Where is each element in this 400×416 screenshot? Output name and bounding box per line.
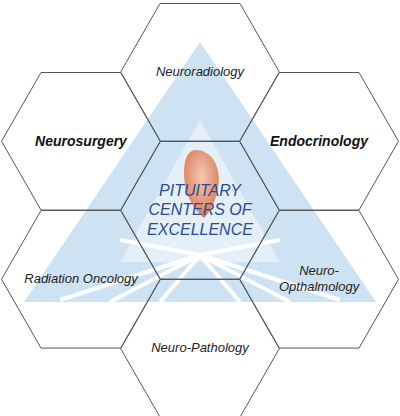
hexagon-content: Neurosurgery: [1, 72, 161, 211]
specialty-hexagon: Endocrinology: [239, 72, 399, 211]
logo-triangle: [24, 42, 376, 302]
center-hexagon: PITUITARY CENTERS OF EXCELLENCE: [120, 141, 280, 280]
hexagon-content: Radiation Oncology: [1, 210, 161, 349]
specialty-hexagon: Neurosurgery: [1, 72, 161, 211]
specialty-hexagon: Radiation Oncology: [1, 210, 161, 349]
specialty-label: Endocrinology: [270, 133, 368, 150]
center-title: PITUITARY CENTERS OF EXCELLENCE: [141, 181, 259, 239]
hexagon-content: Neuro-Pathology: [120, 279, 280, 416]
specialty-label: Neurosurgery: [35, 133, 127, 150]
specialty-hexagon: Neuro-Pathology: [120, 279, 280, 416]
specialty-label: Neuroradiology: [156, 64, 244, 80]
specialty-label: Neuro- Opthalmology: [279, 263, 359, 294]
hexagon-content: Neuroradiology: [120, 3, 280, 142]
specialty-hexagon: Neuroradiology: [120, 3, 280, 142]
hexagon-content: PITUITARY CENTERS OF EXCELLENCE: [120, 141, 280, 280]
hexagon-content: Endocrinology: [239, 72, 399, 211]
hexagon-content: Neuro- Opthalmology: [239, 210, 399, 349]
specialty-label: Neuro-Pathology: [151, 340, 249, 356]
specialty-label: Radiation Oncology: [24, 271, 137, 287]
specialty-hexagon: Neuro- Opthalmology: [239, 210, 399, 349]
